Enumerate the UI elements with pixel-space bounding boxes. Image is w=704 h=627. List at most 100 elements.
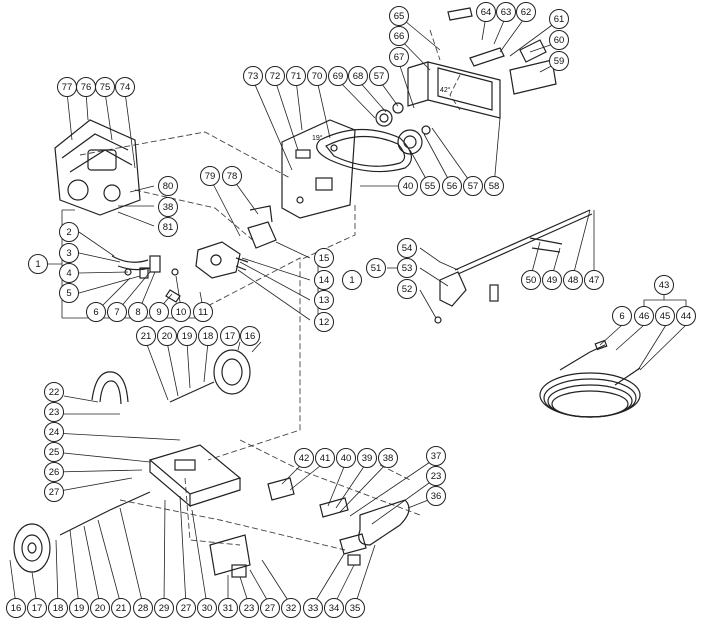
callout-number: 67 [394, 52, 405, 63]
callout-circle [314, 290, 334, 310]
spray-wand-part [434, 209, 593, 324]
callout-number: 21 [141, 331, 152, 342]
callout-circle [265, 66, 285, 86]
callout-number: 22 [49, 387, 60, 398]
callout-39: 39 [357, 448, 377, 468]
callout-circle [158, 217, 178, 237]
callout-number: 18 [53, 603, 64, 614]
callout-circle [389, 47, 409, 67]
callout-number: 39 [362, 453, 373, 464]
callout-circle [307, 66, 327, 86]
callout-23: 23 [426, 466, 446, 486]
callout-number: 23 [244, 603, 255, 614]
callout-11: 11 [193, 302, 213, 322]
callout-number: 55 [425, 181, 436, 192]
callout-circle [328, 66, 348, 86]
callout-38: 38 [378, 448, 398, 468]
callout-43: 43 [654, 275, 674, 295]
callout-57: 57 [369, 66, 389, 86]
callout-33: 33 [303, 598, 323, 618]
callout-12: 12 [314, 312, 334, 332]
callout-63: 63 [496, 2, 516, 22]
callout-number: 75 [100, 82, 111, 93]
callout-number: 6 [93, 307, 98, 318]
pump-bracket-part [247, 205, 277, 249]
callout-42: 42 [294, 448, 314, 468]
callout-number: 73 [248, 71, 259, 82]
callout-61: 61 [549, 9, 569, 29]
callout-56: 56 [442, 176, 462, 196]
callout-circle [426, 446, 446, 466]
callout-81: 81 [158, 217, 178, 237]
callout-circle [128, 302, 148, 322]
callout-circle [197, 598, 217, 618]
callout-number: 35 [350, 603, 361, 614]
callout-circle [158, 197, 178, 217]
pulley-parts [375, 102, 431, 155]
callout-circle [426, 466, 446, 486]
callout-57: 57 [463, 176, 483, 196]
callout-circle [260, 598, 280, 618]
callout-number: 9 [156, 307, 161, 318]
callout-35: 35 [345, 598, 365, 618]
callout-number: 25 [49, 447, 60, 458]
callout-circle [90, 598, 110, 618]
callout-number: 17 [225, 331, 236, 342]
callout-number: 71 [291, 71, 302, 82]
callout-circle [398, 176, 418, 196]
callout-21: 21 [136, 326, 156, 346]
callout-circle [549, 51, 569, 71]
callout-number: 30 [202, 603, 213, 614]
callout-number: 36 [431, 491, 442, 502]
callout-circle [496, 2, 516, 22]
callout-circle [27, 598, 47, 618]
callout-circle [158, 176, 178, 196]
callout-number: 70 [312, 71, 323, 82]
callout-circle [521, 270, 541, 290]
callout-number: 40 [341, 453, 352, 464]
callout-number: 24 [49, 427, 60, 438]
callout-9: 9 [149, 302, 169, 322]
callout-number: 76 [81, 82, 92, 93]
callout-number: 33 [308, 603, 319, 614]
callout-number: 64 [481, 7, 492, 18]
callout-37: 37 [426, 446, 446, 466]
callout-51: 51 [366, 258, 386, 278]
callout-circle [239, 598, 259, 618]
callout-73: 73 [243, 66, 263, 86]
frame-part [59, 444, 242, 536]
callout-38: 38 [158, 197, 178, 217]
callout-5: 5 [59, 283, 79, 303]
callout-circle [397, 258, 417, 278]
callout-circle [149, 302, 169, 322]
callout-circle [44, 482, 64, 502]
callout-circle [133, 598, 153, 618]
callout-circle [389, 26, 409, 46]
callout-circle [44, 382, 64, 402]
foot-bracket-parts [209, 477, 410, 578]
pressure-hose-part [539, 339, 641, 418]
callout-28: 28 [133, 598, 153, 618]
callout-number: 10 [176, 307, 187, 318]
belt-guard-plate-part: 19° [281, 119, 356, 219]
callout-19: 19 [69, 598, 89, 618]
callout-number: 38 [163, 202, 174, 213]
callout-number: 40 [403, 181, 414, 192]
callout-number: 20 [95, 603, 106, 614]
callout-23: 23 [44, 402, 64, 422]
callout-number: 57 [374, 71, 385, 82]
callout-number: 66 [394, 31, 405, 42]
callout-27: 27 [176, 598, 196, 618]
callout-80: 80 [158, 176, 178, 196]
callout-circle [157, 326, 177, 346]
callout-circle [294, 448, 314, 468]
wheel-lower-part [13, 523, 51, 573]
callout-21: 21 [111, 598, 131, 618]
callout-circle [348, 66, 368, 86]
callout-circle [397, 279, 417, 299]
callout-number: 19 [74, 603, 85, 614]
callout-62: 62 [516, 2, 536, 22]
callout-number: 27 [49, 487, 60, 498]
callout-number: 49 [547, 275, 558, 286]
callout-number: 5 [66, 288, 71, 299]
